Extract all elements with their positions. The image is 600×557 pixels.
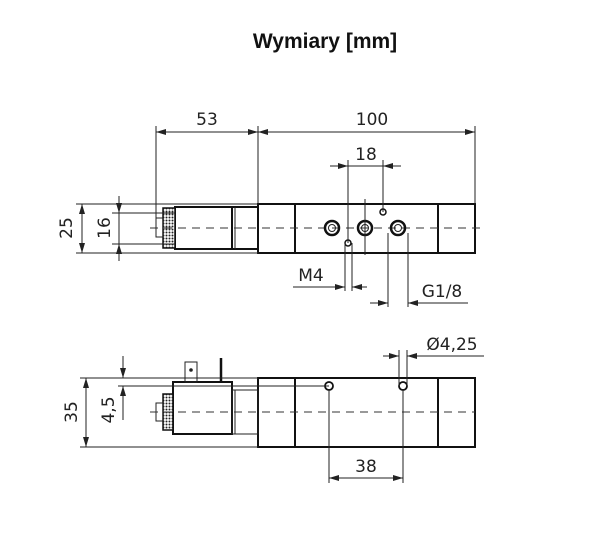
dim-38: 38 [355, 457, 377, 477]
dim-16: 16 [95, 217, 115, 239]
dim-53: 53 [196, 110, 218, 130]
top-view: 53 100 18 25 16 M4 G1/8 [57, 110, 480, 307]
drawing-title: Wymiary [mm] [252, 30, 398, 53]
dim-25: 25 [57, 217, 77, 239]
dim-100: 100 [356, 110, 388, 130]
dim-m4: M4 [298, 266, 323, 286]
dim-18: 18 [355, 145, 377, 165]
coil-side [172, 381, 233, 435]
coil [174, 206, 259, 250]
dim-35: 35 [62, 401, 82, 423]
port-holes [323, 199, 407, 255]
connector-tab [184, 361, 198, 383]
dim-g18: G1/8 [422, 282, 463, 302]
dim-diameter-4-25: Ø4,25 [426, 335, 477, 355]
side-view: 35 4,5 Ø4,25 38 [62, 335, 484, 483]
dim-4-5: 4,5 [99, 396, 119, 423]
